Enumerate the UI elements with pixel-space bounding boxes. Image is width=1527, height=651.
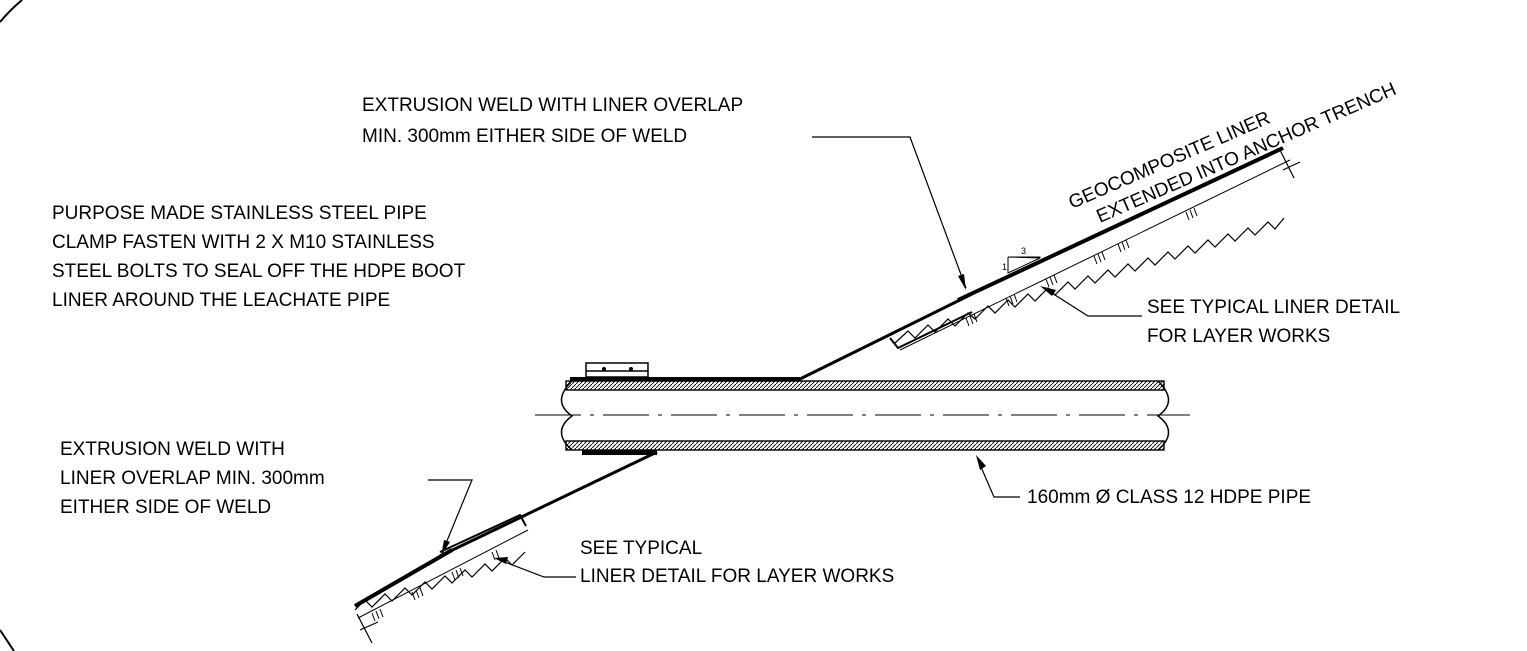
svg-text:EITHER SIDE OF WELD: EITHER SIDE OF WELD	[60, 497, 271, 518]
svg-text:LINER DETAIL FOR LAYER WORKS: LINER DETAIL FOR LAYER WORKS	[580, 566, 894, 587]
svg-text:PURPOSE MADE STAINLESS STEEL P: PURPOSE MADE STAINLESS STEEL PIPE	[52, 203, 427, 224]
break-symbol-upper	[1279, 149, 1301, 179]
leader-liner-left	[496, 558, 576, 578]
subgrade-line-lower	[357, 529, 529, 619]
leader-arrowheads	[441, 274, 1056, 564]
upper-liner	[570, 146, 1301, 381]
slope-indicator: 1 3	[1002, 246, 1041, 274]
arrowhead-icon	[441, 540, 450, 556]
arrowhead-icon	[494, 557, 508, 564]
soil-hatch-lower	[371, 549, 500, 622]
note-liner-detail-right: SEE TYPICAL LINER DETAIL FOR LAYER WORKS	[1147, 297, 1400, 347]
svg-text:CLAMP FASTEN WITH 2 X M10 STAI: CLAMP FASTEN WITH 2 X M10 STAINLESS	[52, 232, 435, 253]
boot-liner-upper	[799, 292, 973, 381]
svg-text:EXTRUSION WELD WITH LINER OVER: EXTRUSION WELD WITH LINER OVERLAP	[362, 95, 743, 116]
subgrade-line-upper	[899, 159, 1291, 351]
svg-text:MIN. 300mm EITHER SIDE OF WELD: MIN. 300mm EITHER SIDE OF WELD	[362, 126, 687, 147]
arrowhead-icon	[958, 274, 966, 290]
svg-text:STEEL BOLTS TO SEAL OFF THE HD: STEEL BOLTS TO SEAL OFF THE HDPE BOOT	[52, 261, 466, 282]
leader-weld-top	[812, 136, 967, 289]
boot-sleeve-top	[570, 377, 801, 381]
pipe-break-right	[1156, 380, 1170, 451]
geonet-zigzag-lower	[354, 551, 526, 611]
note-pipe: 160mm Ø CLASS 12 HDPE PIPE	[1027, 487, 1311, 508]
note-weld-bottom: EXTRUSION WELD WITH LINER OVERLAP MIN. 3…	[60, 439, 325, 518]
arrowhead-icon	[1040, 286, 1056, 296]
slope-run-label: 3	[1021, 246, 1026, 256]
leader-lines	[428, 136, 1142, 578]
boot-sleeve-bottom	[582, 450, 657, 455]
svg-text:SEE TYPICAL: SEE TYPICAL	[580, 538, 702, 559]
soil-hatch-upper	[965, 207, 1198, 327]
svg-text:FOR LAYER WORKS: FOR LAYER WORKS	[1147, 326, 1330, 347]
slope-rise-label: 1	[1002, 262, 1007, 272]
pipe-clamp	[585, 362, 649, 378]
bolt-icon	[602, 367, 606, 371]
svg-text:LINER OVERLAP MIN. 300mm: LINER OVERLAP MIN. 300mm	[60, 468, 325, 489]
break-symbol-lower	[356, 613, 379, 644]
pipe-wall-bottom	[565, 440, 1165, 451]
hdpe-pipe	[535, 380, 1190, 451]
arrowhead-icon	[976, 455, 986, 470]
leader-pipe	[977, 459, 1020, 498]
leader-liner-right	[1043, 287, 1142, 317]
drawing-border-arc	[0, 0, 23, 651]
pipe-wall-top	[565, 380, 1165, 391]
svg-text:LINER AROUND THE LEACHATE PIPE: LINER AROUND THE LEACHATE PIPE	[52, 290, 390, 311]
svg-text:SEE TYPICAL LINER DETAIL: SEE TYPICAL LINER DETAIL	[1147, 297, 1400, 318]
svg-text:EXTRUSION WELD WITH: EXTRUSION WELD WITH	[60, 439, 285, 460]
anchor-trench-upper	[889, 311, 973, 350]
pipe-break-left	[560, 380, 574, 451]
note-weld-top: EXTRUSION WELD WITH LINER OVERLAP MIN. 3…	[362, 95, 743, 147]
anchor-trench-lower	[439, 513, 527, 553]
lower-liner	[354, 450, 658, 644]
note-clamp: PURPOSE MADE STAINLESS STEEL PIPE CLAMP …	[52, 203, 466, 311]
note-geocomposite: GEOCOMPOSITE LINER EXTENDED INTO ANCHOR …	[1066, 79, 1400, 228]
boot-liner-lower	[439, 450, 658, 558]
leader-weld-bottom	[428, 479, 473, 554]
geocomposite-liner-lower	[354, 548, 453, 608]
note-liner-detail-left: SEE TYPICAL LINER DETAIL FOR LAYER WORKS	[580, 538, 894, 587]
svg-text:EXTENDED INTO ANCHOR TRENCH: EXTENDED INTO ANCHOR TRENCH	[1094, 79, 1400, 228]
bolt-icon	[629, 367, 633, 371]
geocomposite-liner-upper	[957, 146, 1284, 302]
